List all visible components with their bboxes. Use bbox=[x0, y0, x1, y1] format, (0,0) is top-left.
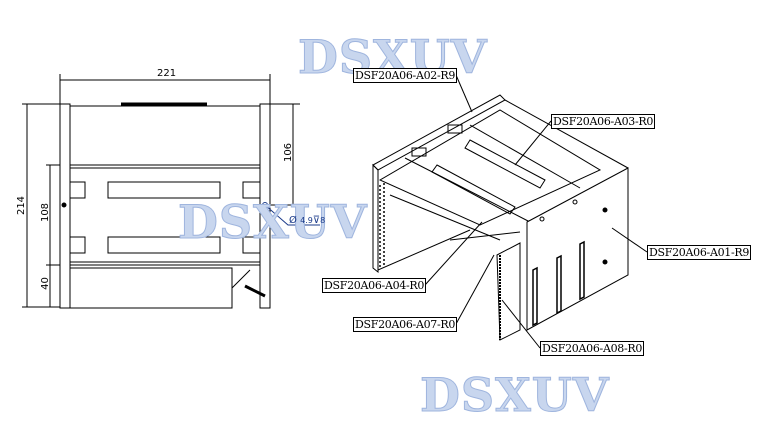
dimension-middle: 108 bbox=[40, 202, 52, 223]
depth-symbol: ⊽ bbox=[312, 215, 321, 226]
leader-lines bbox=[424, 74, 648, 349]
dimension-height: 214 bbox=[16, 195, 28, 216]
hole-callout: Ø 4.9⊽8 bbox=[289, 215, 325, 226]
hole-depth: 8 bbox=[320, 216, 326, 225]
part-label-a08: DSF20A06-A08-R0 bbox=[540, 341, 645, 356]
hole-diameter: 4.9 bbox=[300, 216, 313, 225]
part-label-a03: DSF20A06-A03-R0 bbox=[551, 114, 656, 129]
isometric-view bbox=[372, 94, 629, 341]
front-view bbox=[22, 74, 320, 309]
dimension-upper: 106 bbox=[283, 142, 295, 163]
dimension-lower: 40 bbox=[39, 277, 51, 290]
watermark: DSXUV bbox=[178, 195, 368, 250]
diameter-symbol: Ø bbox=[289, 215, 297, 226]
part-label-a02: DSF20A06-A02-R9 bbox=[353, 68, 458, 83]
part-label-a04: DSF20A06-A04-R0 bbox=[322, 278, 427, 293]
watermark: DSXUV bbox=[420, 368, 610, 423]
part-label-a07: DSF20A06-A07-R0 bbox=[353, 317, 458, 332]
dimension-width: 221 bbox=[157, 68, 177, 79]
part-label-a01: DSF20A06-A01-R9 bbox=[647, 245, 752, 260]
